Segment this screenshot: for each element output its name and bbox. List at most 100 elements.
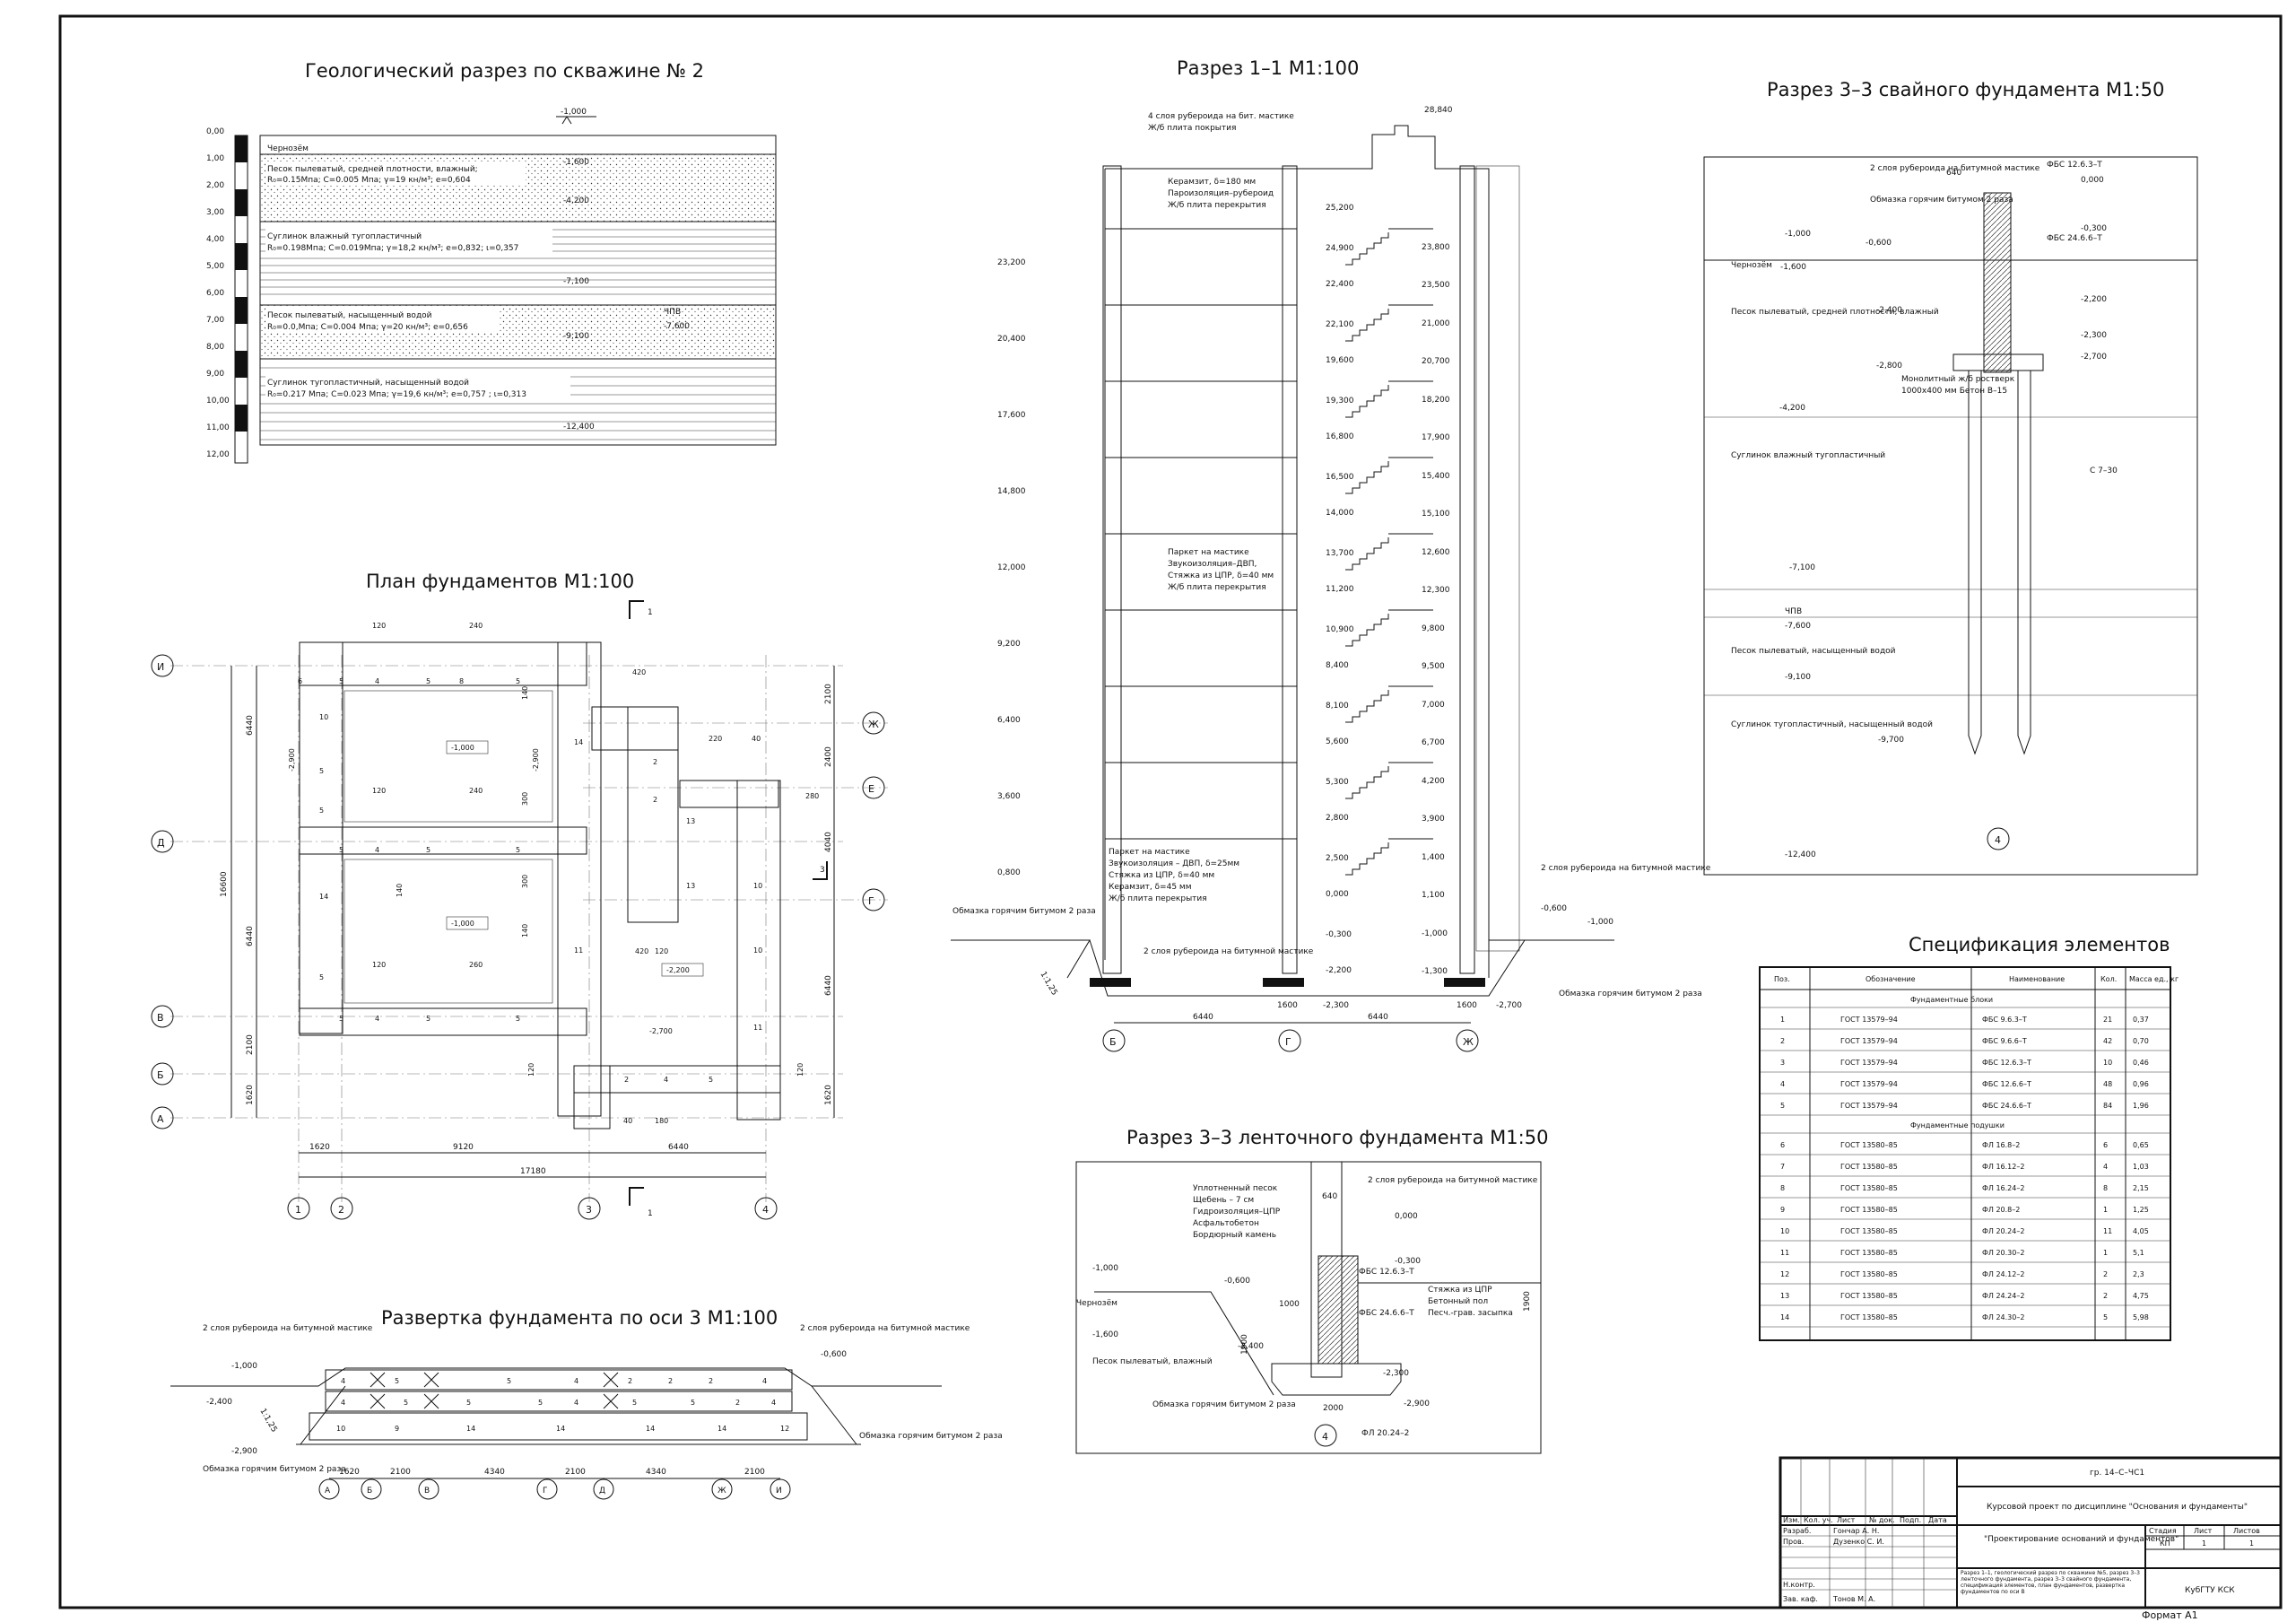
spec-row: 2 [1780, 1037, 1785, 1045]
svg-text:-2,300: -2,300 [2081, 331, 2107, 340]
svg-text:Обмазка горячим битумом 2 раза: Обмазка горячим битумом 2 раза [203, 1465, 346, 1474]
spec-row: ФБС 9.6.3–Т [1982, 1016, 2027, 1024]
spec-row: ФБС 12.6.3–Т [1982, 1059, 2031, 1067]
svg-text:5: 5 [319, 767, 324, 775]
svg-text:И: И [157, 661, 164, 673]
spec-row: ГОСТ 13579–94 [1840, 1016, 1898, 1024]
svg-text:120: 120 [655, 947, 668, 955]
stair-flight [1345, 228, 1433, 266]
svg-text:9: 9 [395, 1425, 399, 1433]
svg-text:-2,700: -2,700 [2081, 353, 2107, 362]
svg-text:Ж/б плита перекрытия: Ж/б плита перекрытия [1168, 201, 1266, 210]
svg-text:Стяжка из ЦПР: Стяжка из ЦПР [1428, 1286, 1492, 1295]
right-level: 21,000 [1422, 319, 1450, 328]
left-level: 17,600 [997, 411, 1026, 420]
svg-text:1: 1 [295, 1204, 301, 1216]
spec-row: ГОСТ 13580–85 [1840, 1227, 1898, 1235]
right-level: 3,900 [1422, 815, 1445, 824]
svg-text:40: 40 [623, 1117, 632, 1125]
svg-text:240: 240 [469, 787, 483, 795]
svg-text:2: 2 [338, 1204, 344, 1216]
svg-text:4: 4 [771, 1399, 776, 1407]
spec-row: 11 [2103, 1227, 2112, 1235]
svg-text:2000: 2000 [1323, 1404, 1344, 1413]
spec-row: ГОСТ 13579–94 [1840, 1080, 1898, 1088]
spec-row: 9 [1780, 1206, 1785, 1214]
svg-text:-2,900: -2,900 [288, 748, 296, 772]
spec-row: 4 [1780, 1080, 1785, 1088]
svg-text:Бордюрный камень: Бордюрный камень [1193, 1231, 1276, 1240]
svg-text:Тонов М. А.: Тонов М. А. [1832, 1595, 1875, 1603]
svg-text:-0,600: -0,600 [1866, 239, 1892, 248]
svg-text:С 7–30: С 7–30 [2090, 467, 2118, 475]
svg-text:1,00: 1,00 [206, 154, 224, 163]
svg-text:4: 4 [1322, 1431, 1328, 1443]
svg-text:-1,600: -1,600 [563, 158, 589, 167]
svg-text:Песч.-грав. засыпка: Песч.-грав. засыпка [1428, 1309, 1513, 1318]
svg-text:2 слоя рубероида на битумной м: 2 слоя рубероида на битумной мастике [1870, 164, 2040, 173]
svg-text:Б: Б [367, 1487, 372, 1496]
svg-text:300: 300 [521, 875, 529, 888]
spec-row: 2 [2103, 1270, 2108, 1278]
svg-text:Д: Д [599, 1487, 605, 1496]
svg-text:Стадия: Стадия [2149, 1527, 2177, 1535]
stair-flight [1345, 304, 1433, 342]
spec-row: 1 [2103, 1206, 2108, 1214]
svg-text:Паркет на мастике: Паркет на мастике [1109, 848, 1190, 857]
svg-text:-2,800: -2,800 [1876, 362, 1902, 371]
svg-text:4: 4 [375, 1015, 379, 1023]
svg-text:-9,100: -9,100 [563, 332, 589, 341]
svg-text:220: 220 [709, 735, 722, 743]
layer-name: Суглинок влажный тугопластичный [267, 232, 422, 241]
spec-row: ФЛ 24.12–2 [1982, 1270, 2024, 1278]
spec-row: ФЛ 16.24–2 [1982, 1184, 2024, 1192]
spec-row: 1,96 [2133, 1102, 2149, 1110]
geo-section: Геологический разрез по скважине № 2 0,0… [206, 60, 777, 464]
section-pile: Разрез 3–3 свайного фундамента М1:50 2 с… [1703, 79, 2198, 876]
svg-text:6440: 6440 [246, 926, 255, 946]
svg-text:Ж/б плита перекрытия: Ж/б плита перекрытия [1109, 894, 1207, 903]
spec-row: ФЛ 20.30–2 [1982, 1249, 2024, 1257]
svg-text:4: 4 [574, 1399, 578, 1407]
section11-title: Разрез 1–1 М1:100 [1177, 57, 1359, 79]
svg-text:Ж/б плита покрытия: Ж/б плита покрытия [1148, 124, 1236, 133]
svg-text:В: В [424, 1487, 430, 1496]
mid-level: 2,500 [1326, 854, 1349, 863]
razvertka-axes: А Б В Г Д Ж И [318, 1478, 791, 1500]
svg-text:5: 5 [339, 677, 344, 685]
svg-text:-0,300: -0,300 [2081, 224, 2107, 233]
svg-text:-1,000: -1,000 [1785, 230, 1811, 239]
svg-text:5: 5 [339, 846, 344, 854]
spec-row: ГОСТ 13580–85 [1840, 1141, 1898, 1149]
spec-row: 8 [1780, 1184, 1785, 1192]
svg-text:420: 420 [635, 947, 648, 955]
svg-text:Е: Е [868, 783, 874, 795]
svg-text:140: 140 [396, 884, 404, 897]
svg-text:0,000: 0,000 [2081, 176, 2104, 185]
svg-text:-1,000: -1,000 [1587, 918, 1613, 927]
svg-text:640: 640 [1946, 169, 1961, 178]
svg-text:И: И [776, 1487, 782, 1496]
svg-text:КП: КП [2160, 1539, 2170, 1548]
svg-text:-2,700: -2,700 [649, 1027, 673, 1035]
svg-text:Песок пылеватый, насыщенный во: Песок пылеватый, насыщенный водой [1731, 647, 1896, 656]
right-level: 7,000 [1422, 701, 1445, 710]
svg-text:5: 5 [691, 1399, 695, 1407]
mid-level: 24,900 [1326, 244, 1354, 253]
svg-text:4: 4 [762, 1377, 767, 1385]
svg-text:1: 1 [2249, 1539, 2254, 1548]
svg-text:10,00: 10,00 [206, 397, 230, 406]
svg-text:Стяжка из ЦПР, δ=40 мм: Стяжка из ЦПР, δ=40 мм [1109, 871, 1214, 880]
svg-text:Асфальтобетон: Асфальтобетон [1193, 1219, 1259, 1228]
svg-text:4: 4 [664, 1076, 668, 1084]
spec-row: ФБС 24.6.6–Т [1982, 1102, 2031, 1110]
left-level: 14,800 [997, 487, 1026, 496]
spec-row: 0,96 [2133, 1080, 2149, 1088]
title-block: Изм. Кол. уч. Лист № док. Подп. Дата Раз… [1779, 1456, 2283, 1609]
spec-row: 3 [1780, 1059, 1785, 1067]
svg-text:2: 2 [709, 1377, 713, 1385]
svg-text:-2,900: -2,900 [1404, 1400, 1430, 1408]
svg-text:6440: 6440 [1193, 1013, 1213, 1022]
layer-name: Песок пылеватый, насыщенный водой [267, 311, 432, 320]
svg-text:-4,200: -4,200 [1779, 404, 1805, 413]
